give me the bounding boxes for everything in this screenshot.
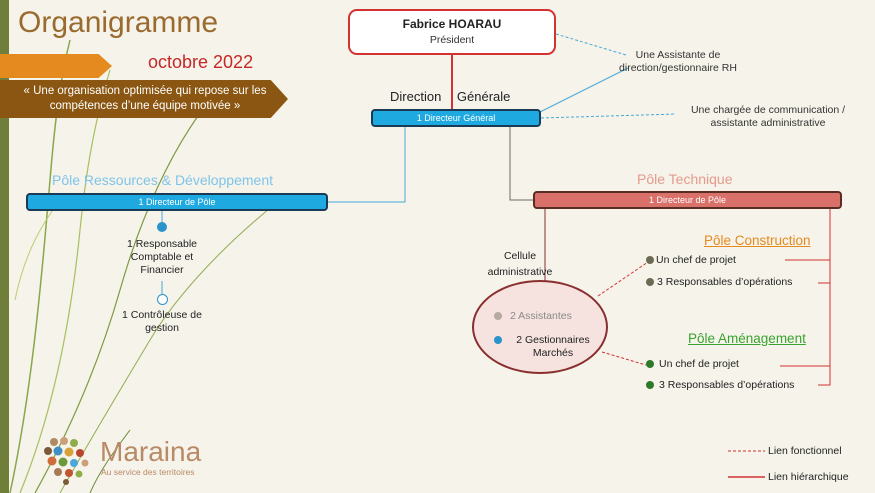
link-cellule-amenagement xyxy=(601,351,647,366)
link-dg-assistant xyxy=(539,67,629,113)
tagline-text: « Une organisation optimisée qui repose … xyxy=(23,85,267,112)
pole-rd-director-bar: 1 Directeur de Pôle xyxy=(26,193,328,211)
grass-curve xyxy=(59,199,281,493)
rd-item-dot xyxy=(157,294,168,305)
grass-curve xyxy=(14,199,61,301)
link-president-assistant xyxy=(555,33,627,56)
cellule-dot xyxy=(494,336,502,344)
construction-chef-projet: Un chef de projet xyxy=(656,254,736,266)
tagline-banner xyxy=(0,80,288,118)
amenagement-dot xyxy=(646,381,654,389)
president-role: Président xyxy=(429,34,475,46)
amenagement-chef-projet: Un chef de projet xyxy=(659,358,739,370)
pole-tech-title: Pôle Technique xyxy=(637,171,733,187)
cellule-gestionnaires: 2 Gestionnaires Marchés xyxy=(516,334,590,359)
direction-label: Direction Générale xyxy=(390,89,511,104)
left-stripe xyxy=(0,0,9,493)
legend-hierarchical: Lien hiérarchique xyxy=(768,471,849,483)
cellule-assistantes: 2 Assistantes xyxy=(510,310,572,322)
banner-accent xyxy=(0,54,112,78)
president-name: Fabrice HOARAU xyxy=(402,17,502,31)
link-dg-pole-rd xyxy=(328,127,406,203)
legend-functional: Lien fonctionnel xyxy=(768,445,842,457)
construction-dot xyxy=(646,278,654,286)
cellule-dot xyxy=(494,312,502,320)
assistant-rh-note: Une Assistante de direction/gestionnaire… xyxy=(619,49,737,74)
grass-curve xyxy=(34,99,211,493)
cellule-label: Cellule administrative xyxy=(487,250,553,278)
pole-amenagement-title: Pôle Aménagement xyxy=(688,331,806,346)
pole-rd-title: Pôle Ressources & Développement xyxy=(52,172,274,188)
rd-item-controle: 1 Contrôleuse de gestion xyxy=(122,309,202,334)
president-box xyxy=(348,9,556,55)
link-dg-pole-tech xyxy=(509,127,533,201)
amenagement-responsables: 3 Responsables d’opérations xyxy=(659,379,795,391)
logo-name: Maraina xyxy=(100,436,202,467)
rd-item-finance: 1 Responsable Comptable et Financier xyxy=(126,238,198,276)
date-label: octobre 2022 xyxy=(148,52,254,72)
maraina-logo-icon xyxy=(44,437,89,485)
pole-construction-title: Pôle Construction xyxy=(704,233,811,248)
rd-item-dot xyxy=(157,222,167,232)
dg-bar: 1 Directeur Général xyxy=(371,109,541,127)
cellule-ellipse xyxy=(472,280,608,374)
construction-responsables: 3 Responsables d’opérations xyxy=(657,276,793,288)
page-title: Organigramme xyxy=(18,6,219,39)
link-cellule-construction xyxy=(597,261,649,297)
pole-tech-director-bar: 1 Directeur de Pôle xyxy=(533,191,842,209)
construction-dot xyxy=(646,256,654,264)
link-dg-communication xyxy=(540,113,677,119)
logo-tagline: Au service des territoires xyxy=(101,467,195,477)
link-tech-right xyxy=(818,209,831,386)
grass-curve xyxy=(89,429,131,493)
grass-curve xyxy=(19,69,111,493)
communication-note: Une chargée de communication / assistant… xyxy=(690,104,846,129)
amenagement-dot xyxy=(646,360,654,368)
